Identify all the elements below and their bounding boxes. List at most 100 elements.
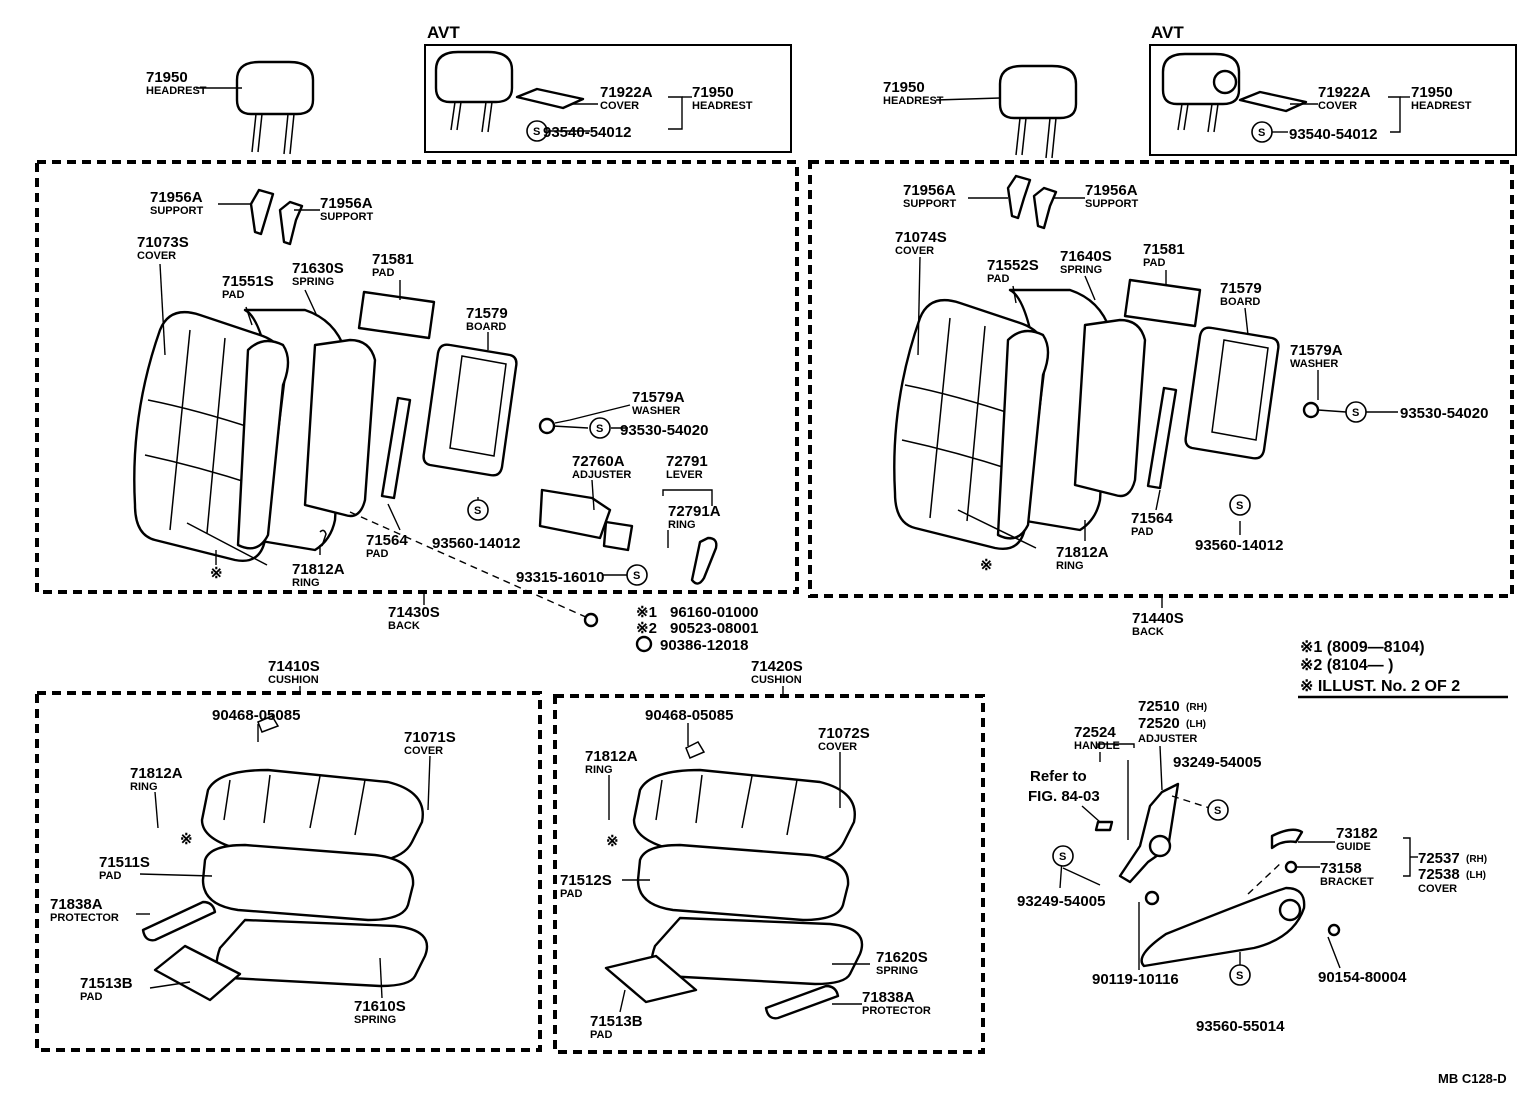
cushion-drawing-left — [141, 715, 429, 1002]
part-number-label: 71922A — [1318, 84, 1371, 101]
part-name-label: SUPPORT — [903, 198, 956, 210]
s-letter: S — [1236, 500, 1243, 512]
part-name-label: WASHER — [632, 405, 680, 417]
part-name-label: PAD — [1143, 257, 1165, 269]
avt-box-left — [424, 44, 792, 153]
part-name-label: BACK — [388, 620, 420, 632]
part-number: 93560-14012 — [1195, 537, 1283, 554]
adjuster-name: ADJUSTER — [1138, 733, 1197, 745]
part-number-label: 71552S — [987, 257, 1039, 274]
part-number-label: 71420S — [751, 658, 803, 675]
part-number-label: 72524 — [1074, 724, 1116, 741]
part-number-label: 73182 — [1336, 825, 1378, 842]
part-name-label: PAD — [590, 1029, 612, 1041]
nut-icon-2 — [635, 635, 653, 653]
part-number-label: 71410S — [268, 658, 320, 675]
part-number-label: 72791 — [666, 453, 708, 470]
s-letter: S — [1352, 407, 1359, 419]
part-number-label: 71838A — [862, 989, 915, 1006]
part-name-label: ADJUSTER — [572, 469, 631, 481]
part-name-label: COVER — [600, 100, 639, 112]
part-number-label: 71581 — [1143, 241, 1185, 258]
part-name-label: CUSHION — [268, 674, 319, 686]
part-name-label: HEADREST — [1411, 100, 1472, 112]
part-name-label: RING — [585, 764, 613, 776]
part-number-label: 71950 — [1411, 84, 1453, 101]
part-number-label: 71564 — [1131, 510, 1173, 527]
cover-side-rh: (RH) — [1466, 854, 1487, 865]
part-name-label: COVER — [137, 250, 176, 262]
part-number: 90119-10116 — [1092, 971, 1179, 988]
back-frame-right — [808, 160, 1514, 598]
part-name-label: RING — [1056, 560, 1084, 572]
part-number-label: 71551S — [222, 273, 274, 290]
part-number-label: 73158 — [1320, 860, 1362, 877]
adjuster-no-rh: 72510 — [1138, 698, 1180, 715]
part-number-label: 71640S — [1060, 248, 1112, 265]
s-symbols — [467, 120, 1367, 986]
part-number-label: 71956A — [903, 182, 956, 199]
dashed-link — [349, 511, 589, 619]
part-name-label: COVER — [404, 745, 443, 757]
part-number: 93249-54005 — [1017, 893, 1105, 910]
legend-line-3: ※ ILLUST. No. 2 OF 2 — [1300, 678, 1460, 695]
part-name-label: COVER — [1318, 100, 1357, 112]
part-number-label: 71956A — [320, 195, 373, 212]
part-name-label: SPRING — [354, 1014, 396, 1026]
part-number-label: 71440S — [1132, 610, 1184, 627]
part-number-label: 71579A — [1290, 342, 1343, 359]
cushion-frame-right — [553, 694, 985, 1054]
part-number-label: 71812A — [585, 748, 638, 765]
part-number-label: 71950 — [883, 79, 925, 96]
part-number: 90386-12018 — [660, 637, 748, 654]
seatback-drawing-left — [133, 188, 718, 585]
part-number-label: 71812A — [292, 561, 345, 578]
part-number-label: 71620S — [876, 949, 928, 966]
s-letter: S — [1258, 127, 1265, 139]
part-name-label: HEADREST — [692, 100, 753, 112]
refer-text-1: Refer to — [1030, 768, 1087, 785]
part-name-label: SPRING — [292, 276, 334, 288]
part-number-label: 71610S — [354, 998, 406, 1015]
part-name-label: PAD — [80, 991, 102, 1003]
leader-lines — [136, 87, 1418, 1013]
part-name-label: SUPPORT — [150, 205, 203, 217]
headrest-drawing — [235, 60, 315, 155]
part-number-label: 71950 — [692, 84, 734, 101]
refer-text-2: FIG. 84-03 — [1028, 788, 1100, 805]
cover-side-lh: (LH) — [1466, 870, 1486, 881]
part-name-label: SPRING — [1060, 264, 1102, 276]
part-number-label: 72791A — [668, 503, 721, 520]
part-number-label: 71074S — [895, 229, 947, 246]
star2-mark: ※2 — [636, 620, 657, 637]
legend-line-1: ※1 (8009—8104) — [1300, 639, 1425, 656]
legend-line-2: ※2 (8104— ) — [1300, 657, 1393, 674]
part-name-label: BRACKET — [1320, 876, 1374, 888]
adjuster-side-lh: (LH) — [1186, 719, 1206, 730]
star1-part: 96160-01000 — [670, 604, 758, 621]
part-name-label: SPRING — [876, 965, 918, 977]
part-number-label: 71922A — [600, 84, 653, 101]
nut-icon — [583, 612, 599, 628]
part-number-label: 71072S — [818, 725, 870, 742]
part-name-label: COVER — [818, 741, 857, 753]
part-number-label: 71073S — [137, 234, 189, 251]
part-number-label: 71812A — [130, 765, 183, 782]
adjuster-no-lh: 72520 — [1138, 715, 1180, 732]
part-number: 93249-54005 — [1173, 754, 1261, 771]
part-name-label: PAD — [366, 548, 388, 560]
avt-box-right — [1149, 44, 1517, 156]
part-number-label: 71579A — [632, 389, 685, 406]
dashed-link-3 — [1247, 861, 1283, 895]
part-name-label: BOARD — [1220, 296, 1260, 308]
part-name-label: PAD — [987, 273, 1009, 285]
adjuster-drawing — [1094, 782, 1341, 968]
part-number: 93560-55014 — [1196, 1018, 1285, 1035]
part-number-label: 72760A — [572, 453, 625, 470]
headrest-drawing-right — [998, 64, 1078, 159]
part-name-label: HEADREST — [883, 95, 944, 107]
part-number-label: 71512S — [560, 872, 612, 889]
part-name-label: RING — [292, 577, 320, 589]
part-number: 90468-05085 — [645, 707, 733, 724]
